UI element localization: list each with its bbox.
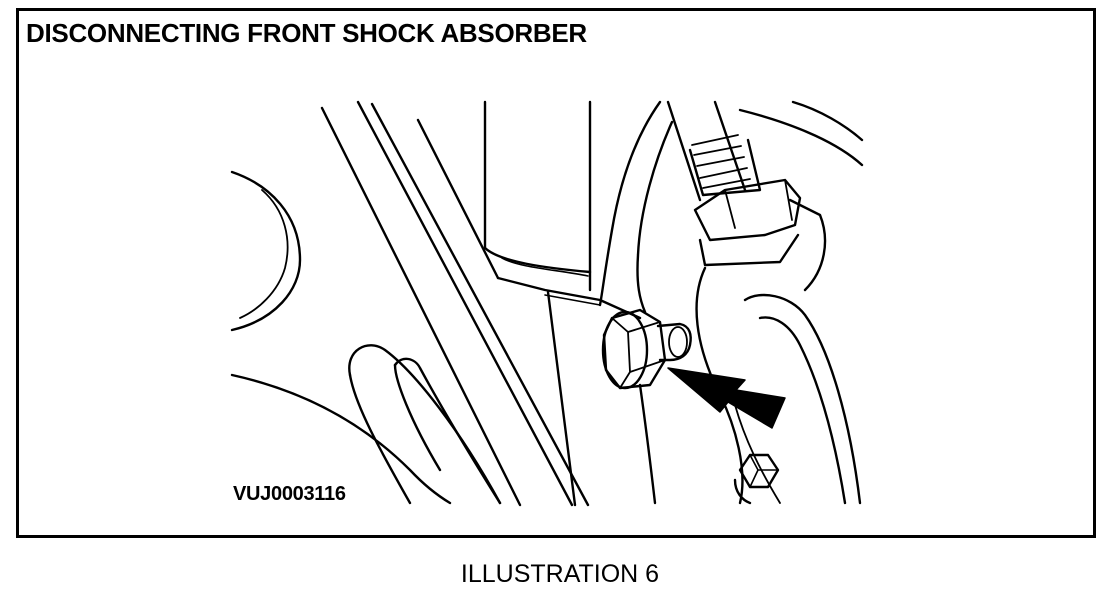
upper-hex-nut (693, 178, 827, 292)
suspension-arm (320, 100, 642, 507)
shock-absorber-nut (601, 308, 692, 390)
reference-code: VUJ0003116 (233, 483, 346, 505)
mounting-bracket (546, 100, 674, 507)
pointer-arrow-icon (667, 367, 786, 429)
lower-bolt (733, 453, 780, 505)
lower-slot (348, 344, 502, 505)
threaded-rod (666, 100, 762, 202)
figure-frame (16, 8, 1096, 538)
left-body-panel (230, 170, 452, 505)
figure-caption: ILLUSTRATION 6 (460, 560, 660, 588)
figure-title: DISCONNECTING FRONT SHOCK ABSORBER (26, 18, 587, 48)
shock-absorber-body (483, 100, 592, 292)
